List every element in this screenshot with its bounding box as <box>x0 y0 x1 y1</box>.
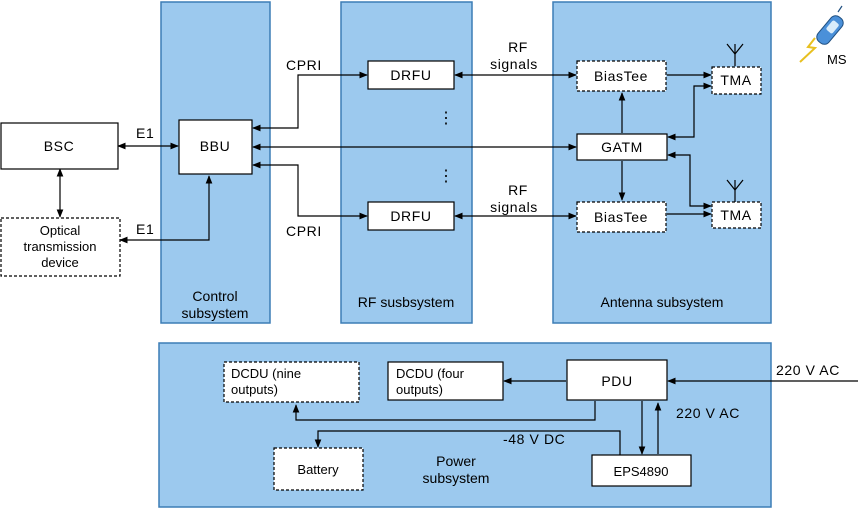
pdu-label: PDU <box>601 373 632 389</box>
battery-block <box>273 447 364 491</box>
lightning-icon <box>799 37 818 63</box>
mobile-phone-icon <box>816 5 844 45</box>
battery-label: Battery <box>297 462 339 477</box>
rf-signals-label-top-2: signals <box>490 56 538 72</box>
rf-signals-label-bottom-2: signals <box>490 199 538 215</box>
tma-block-top <box>711 66 762 95</box>
dcdu-four-block <box>387 361 504 401</box>
optical-label-2: transmission <box>24 239 97 254</box>
power-subsystem-label: Power <box>436 453 476 469</box>
optical-label-1: Optical <box>40 223 81 238</box>
gatm-label: GATM <box>601 139 643 155</box>
rf-signals-label-top-1: RF <box>508 39 528 55</box>
biastee-bottom-label: BiasTee <box>594 209 648 225</box>
rf-signals-label-bottom-1: RF <box>508 182 528 198</box>
biastee-block-top <box>576 60 667 92</box>
dcdu-nine-block <box>223 361 360 403</box>
link-pdu-dcdu-nine <box>292 401 596 421</box>
biastee-block-bottom <box>576 201 667 233</box>
optical-device-block <box>0 217 121 277</box>
cpri-label-bottom: CPRI <box>286 223 322 239</box>
e1-label-bottom: E1 <box>136 221 154 237</box>
dcdu-nine-label-1: DCDU (nine <box>231 366 301 381</box>
bsc-block <box>0 122 119 170</box>
antenna-subsystem-label: Antenna subsystem <box>601 294 724 310</box>
dcdu-four-label-1: DCDU (four <box>396 366 465 381</box>
antenna-icon-top <box>726 43 744 66</box>
ellipsis-bottom: ⋮ <box>438 168 454 185</box>
dc-line-eps-battery <box>314 430 621 456</box>
drfu-bottom-label: DRFU <box>390 208 431 224</box>
dcdu-four-label-2: outputs) <box>396 382 443 397</box>
e1-label-top: E1 <box>136 125 154 141</box>
optical-label-3: device <box>41 255 79 270</box>
control-subsystem-label-2: subsystem <box>182 305 249 321</box>
ac-input-label: 220 V AC <box>776 362 840 378</box>
cpri-link-bottom <box>252 161 368 220</box>
antenna-icon-bottom <box>726 179 744 202</box>
tma-bottom-label: TMA <box>720 207 751 223</box>
dcdu-nine-label-2: outputs) <box>231 382 278 397</box>
pdu-block <box>566 359 668 401</box>
tma-block-bottom <box>711 201 762 229</box>
e1-link-optical-bbu <box>119 175 213 244</box>
bbu-label: BBU <box>200 138 231 154</box>
tma-top-label: TMA <box>720 72 751 88</box>
eps4890-block <box>591 454 692 487</box>
dc-label: -48 V DC <box>503 431 565 447</box>
drfu-block-bottom <box>367 201 455 231</box>
link-gatm-tma-bottom <box>667 151 712 210</box>
ellipsis-top: ⋮ <box>438 110 454 127</box>
gatm-block <box>576 133 668 161</box>
bbu-block <box>178 119 253 175</box>
drfu-top-label: DRFU <box>390 67 431 83</box>
bsc-label: BSC <box>44 138 75 154</box>
cpri-label-top: CPRI <box>286 57 322 73</box>
ac-eps-label: 220 V AC <box>676 405 740 421</box>
power-subsystem-label-2: subsystem <box>423 470 490 486</box>
drfu-block-top <box>367 60 455 90</box>
rf-subsystem-panel <box>340 1 473 324</box>
rf-subsystem-label: RF susbsystem <box>358 294 454 310</box>
biastee-top-label: BiasTee <box>594 68 648 84</box>
cpri-link-top <box>252 71 368 132</box>
ms-label: MS <box>827 52 847 67</box>
link-gatm-tma-top <box>667 82 712 141</box>
control-subsystem-label: Control <box>192 288 237 304</box>
eps4890-label: EPS4890 <box>614 464 669 479</box>
